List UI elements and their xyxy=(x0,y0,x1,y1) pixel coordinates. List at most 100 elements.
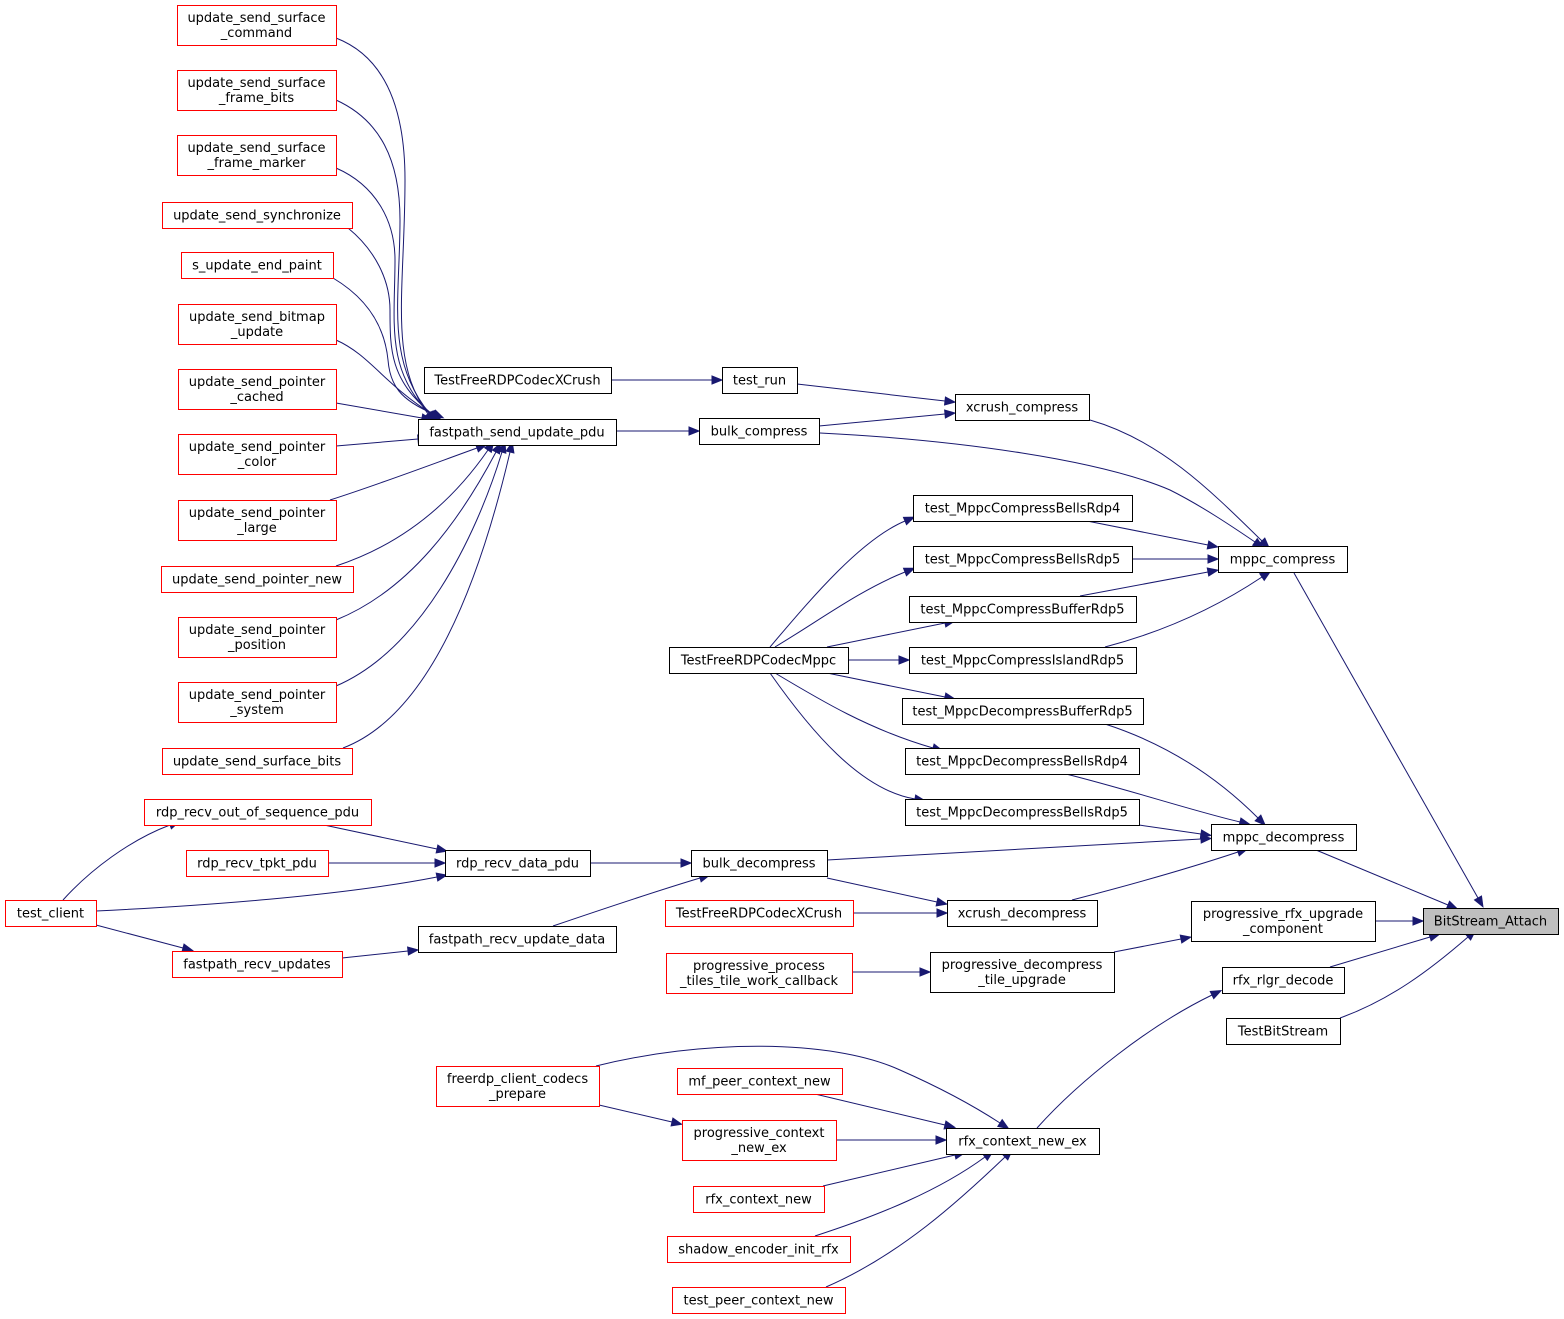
node-update-send-surface-frame-bits[interactable]: update_send_surface_frame_bits xyxy=(177,70,337,111)
node-box[interactable] xyxy=(913,546,1133,573)
node-test-mppccompressbellsrdp5[interactable]: test_MppcCompressBellsRdp5 xyxy=(913,546,1133,573)
node-shadow-encoder-init-rfx[interactable]: shadow_encoder_init_rfx xyxy=(667,1236,851,1263)
node-box[interactable] xyxy=(418,926,617,953)
node-box[interactable] xyxy=(1191,901,1376,942)
node-box[interactable] xyxy=(947,900,1098,927)
node-rdp-recv-out-of-sequence-pdu[interactable]: rdp_recv_out_of_sequence_pdu xyxy=(144,799,372,826)
node-rfx-rlgr-decode[interactable]: rfx_rlgr_decode xyxy=(1222,967,1345,994)
node-update-send-pointer-large[interactable]: update_send_pointer_large xyxy=(178,500,337,541)
node-rdp-recv-data-pdu[interactable]: rdp_recv_data_pdu xyxy=(445,850,591,877)
node-testfreerdpcodecmppc[interactable]: TestFreeRDPCodecMppc xyxy=(669,647,849,674)
node-box[interactable] xyxy=(722,367,798,394)
node-s-update-end-paint[interactable]: s_update_end_paint xyxy=(181,252,334,279)
node-testfreerdpcodecxcrush-a[interactable]: TestFreeRDPCodecXCrush xyxy=(424,367,612,394)
node-box[interactable] xyxy=(946,1128,1100,1155)
node-test-mppcdecompressbellsrdp4[interactable]: test_MppcDecompressBellsRdp4 xyxy=(905,748,1140,775)
node-mf-peer-context-new[interactable]: mf_peer_context_new xyxy=(677,1068,843,1095)
node-box[interactable] xyxy=(172,951,343,978)
node-bitstream-attach[interactable]: BitStream_Attach xyxy=(1423,908,1559,935)
node-box[interactable] xyxy=(178,369,337,410)
node-bulk-compress[interactable]: bulk_compress xyxy=(699,418,820,445)
node-box[interactable] xyxy=(177,135,337,176)
node-progressive-decompress-tile-upgrade[interactable]: progressive_decompress_tile_upgrade xyxy=(930,952,1115,993)
node-box[interactable] xyxy=(178,682,337,723)
node-fastpath-send-update-pdu[interactable]: fastpath_send_update_pdu xyxy=(418,419,617,446)
node-mppc-decompress[interactable]: mppc_decompress xyxy=(1211,824,1357,851)
node-fastpath-recv-update-data[interactable]: fastpath_recv_update_data xyxy=(418,926,617,953)
node-test-peer-context-new[interactable]: test_peer_context_new xyxy=(672,1287,846,1314)
node-update-send-surface-bits[interactable]: update_send_surface_bits xyxy=(162,748,353,775)
node-test-mppccompressbufferrdp5[interactable]: test_MppcCompressBufferRdp5 xyxy=(909,596,1137,623)
node-box[interactable] xyxy=(672,1287,846,1314)
node-test-mppcdecompressbufferrdp5[interactable]: test_MppcDecompressBufferRdp5 xyxy=(902,698,1144,725)
node-update-send-surface-command[interactable]: update_send_surface_command xyxy=(177,5,337,46)
node-progressive-rfx-upgrade-component[interactable]: progressive_rfx_upgrade_component xyxy=(1191,901,1376,942)
node-test-mppccompressislandrdp5[interactable]: test_MppcCompressIslandRdp5 xyxy=(909,647,1137,674)
node-box[interactable] xyxy=(913,495,1133,522)
node-rdp-recv-tpkt-pdu[interactable]: rdp_recv_tpkt_pdu xyxy=(186,850,329,877)
node-box[interactable] xyxy=(161,566,354,593)
node-update-send-surface-frame-marker[interactable]: update_send_surface_frame_marker xyxy=(177,135,337,176)
node-box[interactable] xyxy=(669,647,849,674)
node-fastpath-recv-updates[interactable]: fastpath_recv_updates xyxy=(172,951,343,978)
node-box[interactable] xyxy=(177,70,337,111)
node-box[interactable] xyxy=(682,1120,837,1161)
node-box[interactable] xyxy=(1222,967,1345,994)
node-box[interactable] xyxy=(909,647,1137,674)
node-box[interactable] xyxy=(1226,1018,1341,1045)
node-box[interactable] xyxy=(177,5,337,46)
node-box[interactable] xyxy=(178,617,337,658)
node-box[interactable] xyxy=(418,419,617,446)
node-box[interactable] xyxy=(436,1066,600,1107)
node-box[interactable] xyxy=(905,748,1140,775)
node-update-send-pointer-position[interactable]: update_send_pointer_position xyxy=(178,617,337,658)
node-box[interactable] xyxy=(178,434,337,475)
node-box[interactable] xyxy=(677,1068,843,1095)
node-box[interactable] xyxy=(162,202,353,229)
node-test-run[interactable]: test_run xyxy=(722,367,798,394)
node-box[interactable] xyxy=(667,1236,851,1263)
node-box[interactable] xyxy=(699,418,820,445)
node-box[interactable] xyxy=(666,953,853,994)
node-box[interactable] xyxy=(1218,546,1348,573)
node-update-send-synchronize[interactable]: update_send_synchronize xyxy=(162,202,353,229)
node-xcrush-compress[interactable]: xcrush_compress xyxy=(955,394,1090,421)
node-update-send-pointer-system[interactable]: update_send_pointer_system xyxy=(178,682,337,723)
node-test-client[interactable]: test_client xyxy=(5,900,97,927)
node-progressive-context-new-ex[interactable]: progressive_context_new_ex xyxy=(682,1120,837,1161)
node-box[interactable] xyxy=(665,900,854,927)
node-box[interactable] xyxy=(902,698,1144,725)
node-rfx-context-new[interactable]: rfx_context_new xyxy=(693,1186,825,1213)
node-update-send-bitmap-update[interactable]: update_send_bitmap_update xyxy=(178,304,337,345)
node-box[interactable] xyxy=(930,952,1115,993)
node-box[interactable] xyxy=(162,748,353,775)
node-freerdp-client-codecs-prepare[interactable]: freerdp_client_codecs_prepare xyxy=(436,1066,600,1107)
node-box[interactable] xyxy=(445,850,591,877)
node-testbitstream[interactable]: TestBitStream xyxy=(1226,1018,1341,1045)
node-test-mppcdecompressbellsrdp5[interactable]: test_MppcDecompressBellsRdp5 xyxy=(905,799,1140,826)
node-update-send-pointer-cached[interactable]: update_send_pointer_cached xyxy=(178,369,337,410)
node-box[interactable] xyxy=(178,500,337,541)
node-rfx-context-new-ex[interactable]: rfx_context_new_ex xyxy=(946,1128,1100,1155)
node-progressive-process-tiles-tile-work-callback[interactable]: progressive_process_tiles_tile_work_call… xyxy=(666,953,853,994)
node-box[interactable] xyxy=(5,900,97,927)
node-update-send-pointer-new[interactable]: update_send_pointer_new xyxy=(161,566,354,593)
node-update-send-pointer-color[interactable]: update_send_pointer_color xyxy=(178,434,337,475)
node-box[interactable] xyxy=(181,252,334,279)
node-box[interactable] xyxy=(1423,908,1559,935)
node-test-mppccompressbellsrdp4[interactable]: test_MppcCompressBellsRdp4 xyxy=(913,495,1133,522)
node-box[interactable] xyxy=(178,304,337,345)
node-box[interactable] xyxy=(144,799,372,826)
node-mppc-compress[interactable]: mppc_compress xyxy=(1218,546,1348,573)
node-box[interactable] xyxy=(693,1186,825,1213)
node-box[interactable] xyxy=(424,367,612,394)
node-bulk-decompress[interactable]: bulk_decompress xyxy=(691,850,828,877)
node-box[interactable] xyxy=(905,799,1140,826)
node-box[interactable] xyxy=(691,850,828,877)
node-xcrush-decompress[interactable]: xcrush_decompress xyxy=(947,900,1098,927)
node-box[interactable] xyxy=(909,596,1137,623)
node-box[interactable] xyxy=(1211,824,1357,851)
node-box[interactable] xyxy=(955,394,1090,421)
node-testfreerdpcodecxcrush-b[interactable]: TestFreeRDPCodecXCrush xyxy=(665,900,854,927)
node-box[interactable] xyxy=(186,850,329,877)
